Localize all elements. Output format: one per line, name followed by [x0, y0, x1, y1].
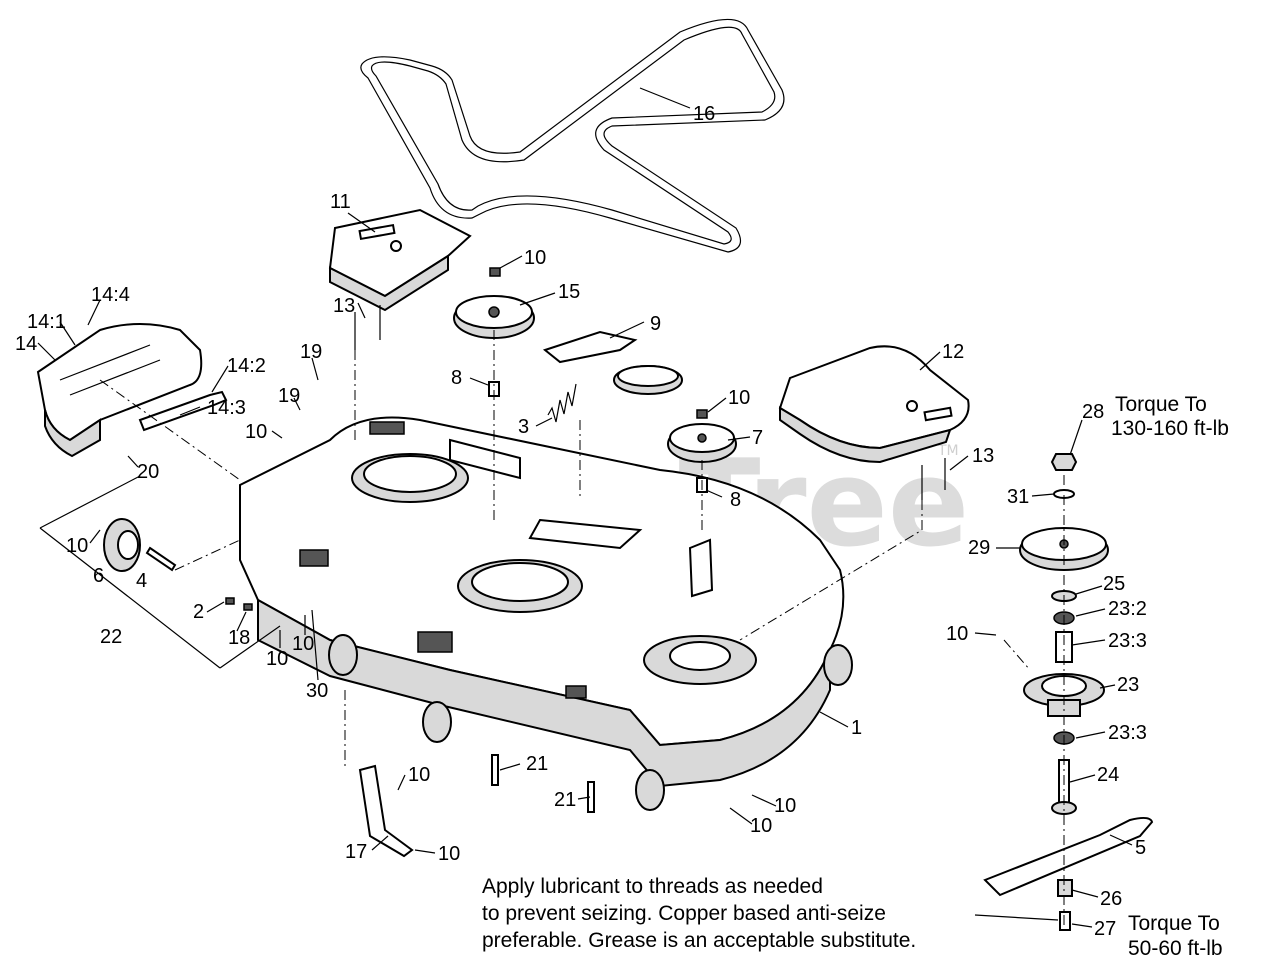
note-line1: Apply lubricant to threads as needed	[482, 875, 823, 898]
mower-deck-part-1	[239, 416, 845, 788]
spring-part-3	[547, 383, 577, 423]
spindle-assembly	[983, 453, 1154, 931]
deck-wheel-d	[823, 644, 853, 686]
torque-bottom-line1: Torque To	[1128, 912, 1220, 935]
watermark-tm: TM	[937, 443, 959, 459]
callout-21a: 21	[526, 753, 548, 775]
torque-note-bottom: Torque To 50-60 ft-lb	[1128, 912, 1223, 960]
callout-10h: 10	[774, 795, 796, 817]
note-line3: preferable. Grease is an acceptable subs…	[482, 929, 916, 952]
bolt-part-21a	[491, 754, 499, 786]
callout-8a: 8	[451, 367, 462, 389]
callout-31: 31	[1007, 486, 1029, 508]
callout-14-2: 14:2	[227, 355, 266, 377]
callout-14-4: 14:4	[91, 284, 130, 306]
callout-28: 28	[1082, 401, 1104, 423]
callout-10j: 10	[438, 843, 460, 865]
callout-10: 10	[524, 247, 546, 269]
cover-part-14	[36, 323, 203, 458]
callout-10k: 10	[946, 623, 968, 645]
callout-27: 27	[1094, 918, 1116, 940]
callout-23: 23	[1117, 674, 1139, 696]
bolt-part-13a	[354, 305, 381, 350]
callout-10c: 10	[728, 387, 750, 409]
callout-25: 25	[1103, 573, 1125, 595]
callout-15: 15	[558, 281, 580, 303]
callout-29: 29	[968, 537, 990, 559]
blade-part-5	[983, 816, 1154, 897]
callout-20: 20	[137, 461, 159, 483]
callout-19a: 19	[300, 341, 322, 363]
axle-part-4	[145, 546, 177, 572]
nut-part-18	[243, 603, 253, 611]
belt-part-16	[360, 18, 785, 253]
shaft-part-24	[1051, 759, 1077, 815]
instruction-note: Apply lubricant to threads as needed to …	[482, 875, 916, 952]
callout-10f: 10	[292, 633, 314, 655]
callout-5: 5	[1135, 837, 1146, 859]
callout-14-3: 14:3	[207, 397, 246, 419]
callout-9: 9	[650, 313, 661, 335]
callout-14-1: 14:1	[27, 311, 66, 333]
callout-11: 11	[330, 191, 351, 213]
callout-10b: 10	[245, 421, 267, 443]
torque-note-top: Torque To 130-160 ft-lb	[1111, 393, 1229, 440]
pulley-part-15	[453, 295, 535, 339]
callout-8b: 8	[730, 489, 741, 511]
leader-lines	[37, 87, 1133, 928]
torque-top-line1: Torque To	[1115, 393, 1207, 416]
gauge-wheel-part-6	[103, 518, 141, 572]
callout-13b: 13	[972, 445, 994, 467]
callout-24: 24	[1097, 764, 1119, 786]
callout-23-2: 23:2	[1108, 598, 1147, 620]
torque-top-line2: 130-160 ft-lb	[1111, 417, 1229, 440]
bracket-part-14-2	[138, 390, 228, 432]
callout-7: 7	[752, 427, 763, 449]
bracket-part-17	[358, 764, 414, 858]
callout-23-3a: 23:3	[1108, 630, 1147, 652]
callout-10i: 10	[750, 815, 772, 837]
bolt-part-27	[1059, 911, 1071, 931]
belt-cover-part-12	[778, 345, 970, 464]
callout-10g: 10	[408, 764, 430, 786]
washer-part-26	[1057, 879, 1073, 897]
callout-4: 4	[136, 570, 147, 592]
callout-18: 18	[228, 627, 250, 649]
callout-21b: 21	[554, 789, 576, 811]
callout-17: 17	[345, 841, 367, 863]
washer-part-2	[225, 597, 235, 605]
belt-cover-part-11	[328, 208, 472, 312]
note-line2: to prevent seizing. Copper based anti-se…	[482, 902, 886, 925]
bolt-part-13b	[921, 458, 946, 500]
deck-wheel-a	[328, 634, 358, 676]
callout-26: 26	[1100, 888, 1122, 910]
idler-arm-part-9	[542, 330, 683, 395]
callout-12: 12	[942, 341, 964, 363]
callout-22: 22	[100, 626, 122, 648]
callout-10d: 10	[66, 535, 88, 557]
callout-6: 6	[93, 565, 104, 587]
callout-16: 16	[693, 103, 715, 125]
callout-14: 14	[15, 333, 37, 355]
callout-2: 2	[193, 601, 204, 623]
callout-3: 3	[518, 416, 529, 438]
callout-10e: 10	[266, 648, 288, 670]
pulley-part-7	[667, 423, 737, 463]
torque-bottom-line2: 50-60 ft-lb	[1128, 937, 1223, 960]
callout-19b: 19	[278, 385, 300, 407]
callout-labels: 16 11 10 15 9 13 14:4 14:1 14 14:2 14:3 …	[15, 103, 1147, 940]
callout-23-3b: 23:3	[1108, 722, 1147, 744]
nut-part-10a	[489, 267, 501, 277]
deck-wheel-b	[422, 701, 452, 743]
deck-wheel-c	[635, 769, 665, 811]
callout-30: 30	[306, 680, 328, 702]
nut-part-10c	[696, 409, 708, 419]
callout-13: 13	[333, 295, 355, 317]
nut-part-28	[1050, 453, 1078, 471]
callout-1: 1	[851, 717, 862, 739]
